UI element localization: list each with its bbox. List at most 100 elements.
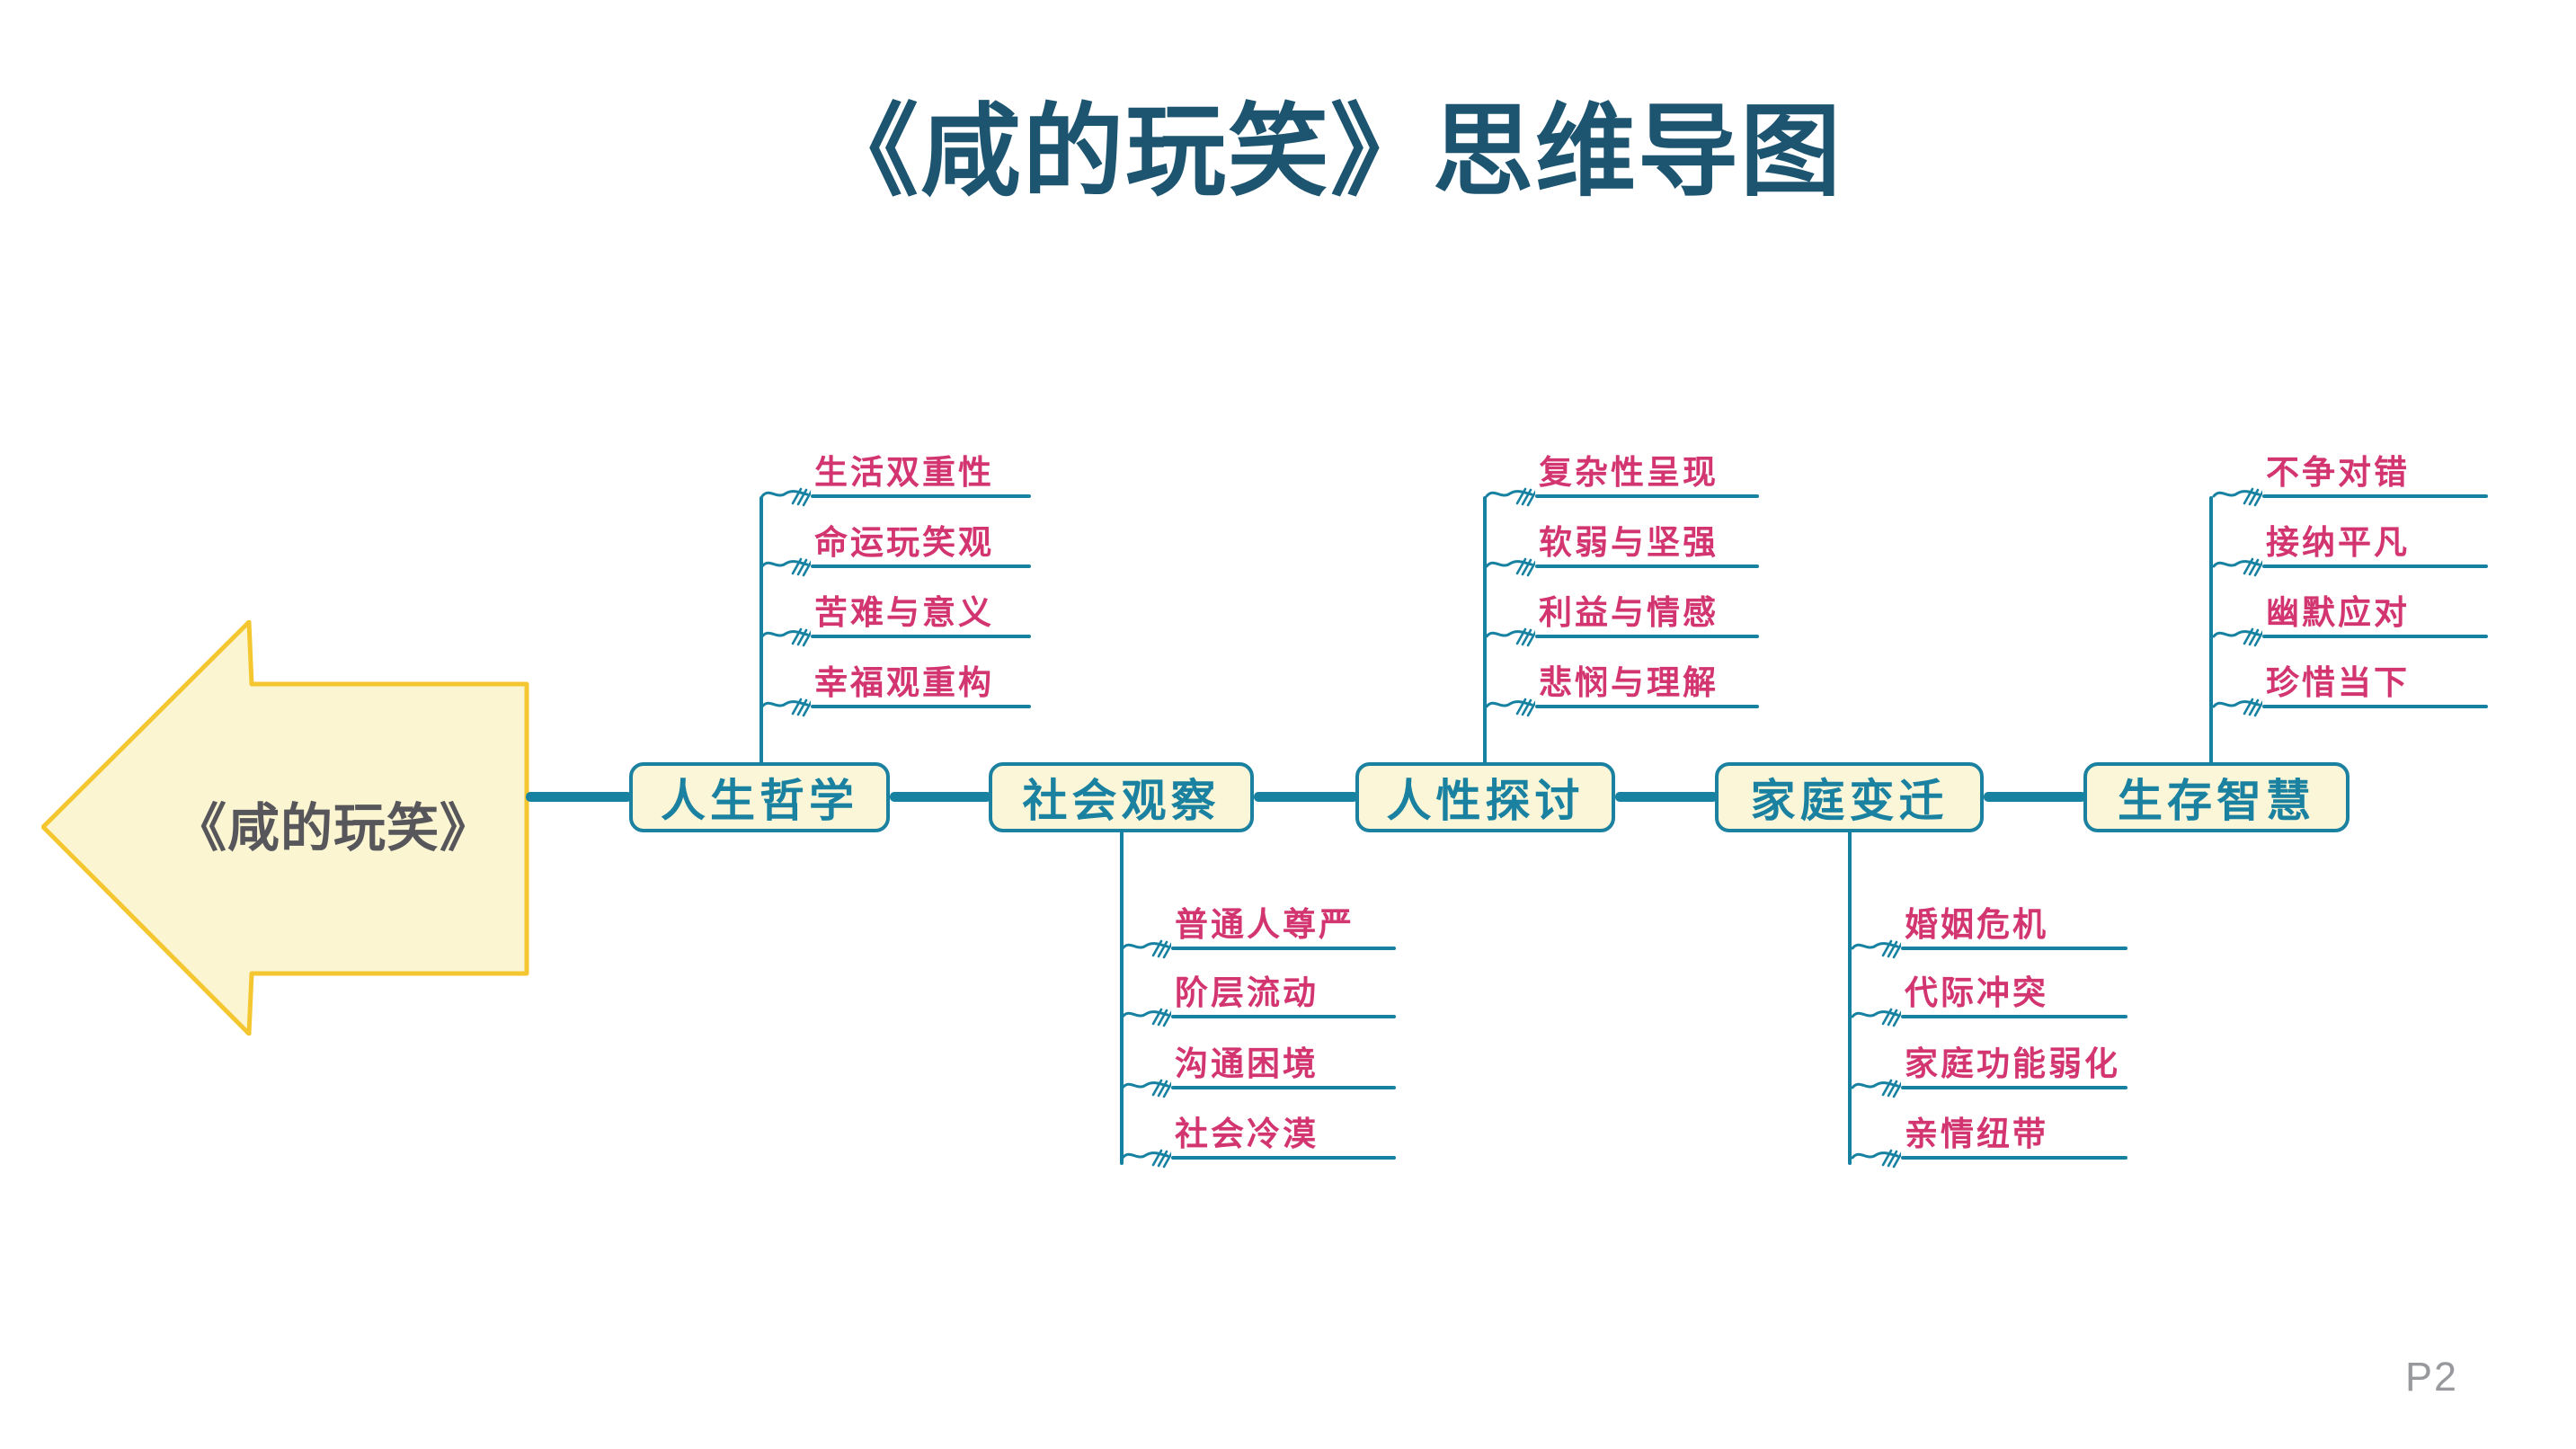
branch-node-life-philosophy: 人生哲学: [629, 762, 890, 832]
squiggle-tick-icon: [760, 483, 811, 508]
sub-item-label: 不争对错: [2266, 454, 2410, 491]
connector-root-to-branch1: [526, 792, 632, 802]
squiggle-tick-icon: [1121, 1144, 1171, 1169]
sub-item-underline: [811, 635, 1031, 638]
sub-item-underline: [1901, 1015, 2127, 1018]
sub-item: 珍惜当下: [2212, 662, 2488, 717]
branch-line: [1848, 831, 1852, 1165]
sub-item-label: 命运玩笑观: [814, 524, 994, 561]
sub-item-label: 珍惜当下: [2266, 664, 2410, 701]
sub-item: 利益与情感: [1485, 591, 1759, 647]
sub-item-underline: [2262, 564, 2488, 568]
sub-item-label: 代际冲突: [1905, 974, 2048, 1011]
squiggle-tick-icon: [1851, 1074, 1901, 1099]
sub-item: 接纳平凡: [2212, 521, 2488, 577]
sub-item-underline: [2262, 494, 2488, 498]
branch-node-survival-wisdom: 生存智慧: [2083, 762, 2349, 832]
sub-item-label: 苦难与意义: [814, 594, 994, 631]
sub-item-underline: [811, 705, 1031, 708]
sub-item-label: 亲情纽带: [1905, 1116, 2048, 1152]
root-node-label: 《咸的玩笑》: [173, 799, 493, 858]
sub-item: 幸福观重构: [760, 662, 1031, 717]
sub-item: 代际冲突: [1851, 972, 2127, 1027]
sub-item-label: 软弱与坚强: [1539, 524, 1719, 561]
branch-line: [2209, 496, 2213, 764]
squiggle-tick-icon: [1121, 935, 1171, 960]
sub-item-underline: [1535, 494, 1759, 498]
squiggle-tick-icon: [1485, 623, 1535, 648]
sub-item: 亲情纽带: [1851, 1113, 2127, 1169]
sub-item-label: 沟通困境: [1175, 1045, 1319, 1082]
branch-line: [759, 496, 763, 764]
squiggle-tick-icon: [1485, 483, 1535, 508]
sub-item: 沟通困境: [1121, 1043, 1396, 1098]
squiggle-tick-icon: [2212, 483, 2262, 508]
squiggle-tick-icon: [760, 553, 811, 578]
sub-item-label: 接纳平凡: [2266, 524, 2410, 561]
sub-item-underline: [811, 564, 1031, 568]
sub-item: 苦难与意义: [760, 591, 1031, 647]
squiggle-tick-icon: [1121, 1003, 1171, 1028]
squiggle-tick-icon: [2212, 623, 2262, 648]
sub-item: 幽默应对: [2212, 591, 2488, 647]
sub-item-underline: [1171, 1086, 1396, 1089]
connector-branch1-to-branch2: [890, 792, 991, 802]
sub-item: 家庭功能弱化: [1851, 1043, 2127, 1098]
branch-label: 生存智慧: [2118, 776, 2315, 826]
sub-item: 不争对错: [2212, 451, 2488, 507]
branch-node-human-nature: 人性探讨: [1355, 762, 1615, 832]
squiggle-tick-icon: [1485, 693, 1535, 718]
squiggle-tick-icon: [760, 693, 811, 718]
branch-node-family-change: 家庭变迁: [1715, 762, 1984, 832]
sub-item-label: 幸福观重构: [814, 664, 994, 701]
squiggle-tick-icon: [1851, 1003, 1901, 1028]
sub-item-underline: [1901, 1156, 2127, 1160]
branch-label: 家庭变迁: [1750, 776, 1949, 826]
connector-branch4-to-branch5: [1984, 792, 2086, 802]
sub-item-underline: [1171, 947, 1396, 950]
root-node-arrow: 《咸的玩笑》: [41, 620, 532, 1036]
branch-label: 人生哲学: [661, 776, 858, 826]
sub-item-underline: [811, 494, 1031, 498]
sub-item-underline: [1171, 1156, 1396, 1160]
sub-item: 命运玩笑观: [760, 521, 1031, 577]
branch-label: 社会观察: [1022, 776, 1221, 826]
sub-item: 普通人尊严: [1121, 903, 1396, 959]
branch-line: [1120, 831, 1124, 1165]
sub-item-label: 生活双重性: [814, 454, 994, 491]
page-title: 《咸的玩笑》思维导图: [818, 95, 1843, 208]
sub-item-underline: [1535, 705, 1759, 708]
connector-branch3-to-branch4: [1615, 792, 1718, 802]
branch-line: [1483, 496, 1487, 764]
sub-item: 婚姻危机: [1851, 903, 2127, 959]
sub-item: 悲悯与理解: [1485, 662, 1759, 717]
sub-item: 社会冷漠: [1121, 1113, 1396, 1169]
sub-item-underline: [1901, 947, 2127, 950]
sub-item-underline: [1171, 1015, 1396, 1018]
sub-item-label: 婚姻危机: [1905, 906, 2048, 943]
left-arrow-icon: [41, 620, 529, 1036]
sub-item-label: 悲悯与理解: [1539, 664, 1719, 701]
squiggle-tick-icon: [760, 623, 811, 648]
sub-item: 复杂性呈现: [1485, 451, 1759, 507]
sub-item-label: 幽默应对: [2266, 594, 2410, 631]
sub-item-label: 阶层流动: [1175, 974, 1319, 1011]
sub-item-label: 普通人尊严: [1175, 906, 1355, 943]
squiggle-tick-icon: [1851, 935, 1901, 960]
sub-item-label: 利益与情感: [1539, 594, 1719, 631]
squiggle-tick-icon: [1851, 1144, 1901, 1169]
page-number: P2: [2405, 1354, 2459, 1400]
squiggle-tick-icon: [1485, 553, 1535, 578]
branch-label: 人性探讨: [1386, 776, 1585, 826]
squiggle-tick-icon: [1121, 1074, 1171, 1099]
sub-item-label: 家庭功能弱化: [1905, 1045, 2120, 1082]
sub-item-underline: [1535, 564, 1759, 568]
squiggle-tick-icon: [2212, 553, 2262, 578]
sub-item: 生活双重性: [760, 451, 1031, 507]
branch-node-social-observation: 社会观察: [989, 762, 1254, 832]
sub-item-underline: [1901, 1086, 2127, 1089]
sub-item-label: 社会冷漠: [1175, 1116, 1319, 1152]
sub-item-label: 复杂性呈现: [1539, 454, 1719, 491]
sub-item-underline: [1535, 635, 1759, 638]
